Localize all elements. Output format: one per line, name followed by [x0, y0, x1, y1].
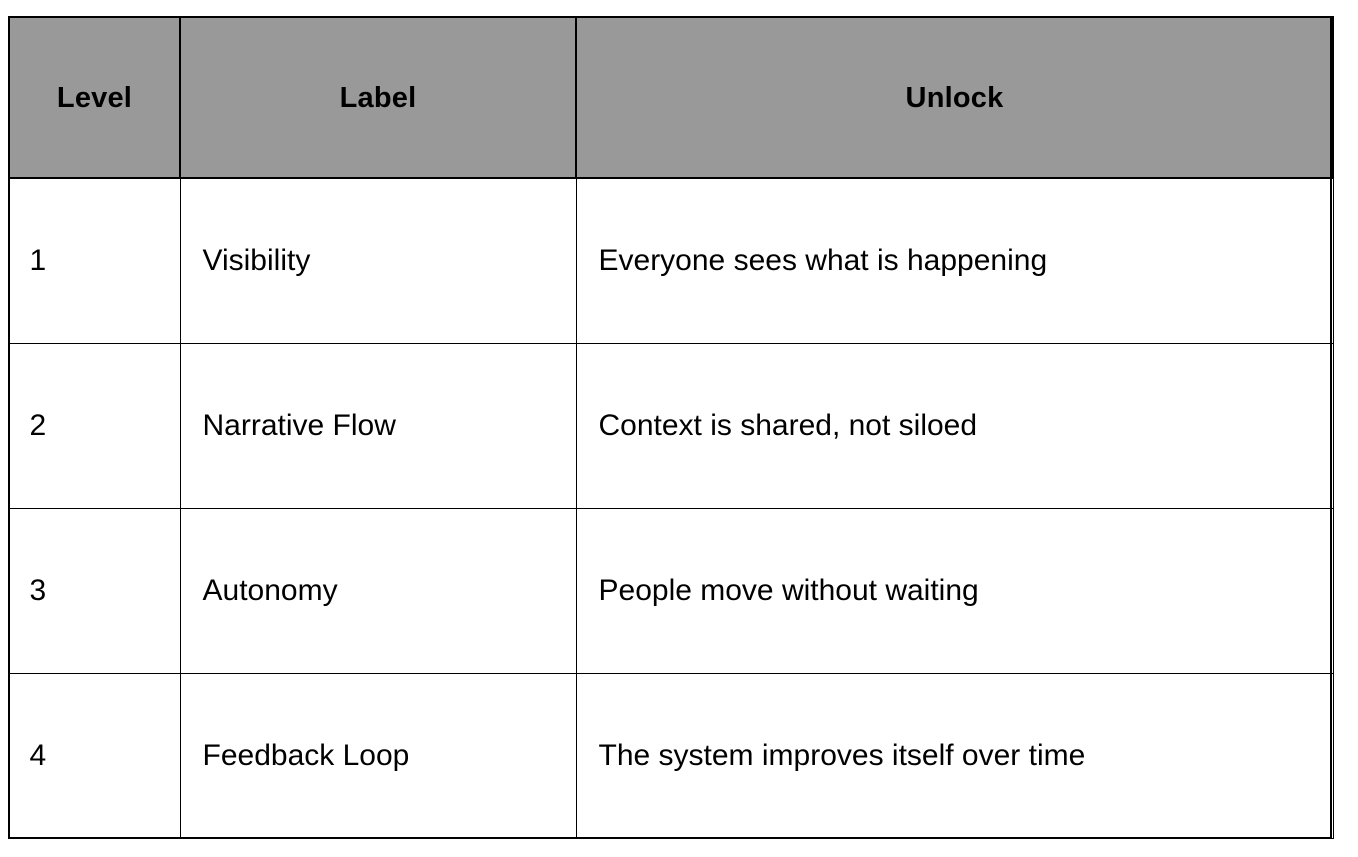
cell-level: 3 — [8, 507, 181, 674]
levels-table: Level Label Unlock 1 Visibility Everyone… — [8, 16, 1334, 839]
column-header-label[interactable]: Label — [179, 16, 577, 179]
table-row: 3 Autonomy People move without waiting — [8, 507, 1334, 674]
cell-unlock: Everyone sees what is happening — [575, 177, 1334, 344]
cell-label: Autonomy — [179, 507, 577, 674]
cell-level: 1 — [8, 177, 181, 344]
cell-unlock: People move without waiting — [575, 507, 1334, 674]
column-header-unlock[interactable]: Unlock — [575, 16, 1334, 179]
table-row: 2 Narrative Flow Context is shared, not … — [8, 342, 1334, 509]
table-header-row: Level Label Unlock — [8, 16, 1334, 179]
cell-unlock: The system improves itself over time — [575, 672, 1334, 839]
table-body: 1 Visibility Everyone sees what is happe… — [8, 177, 1334, 839]
cell-level: 2 — [8, 342, 181, 509]
cell-level: 4 — [8, 672, 181, 839]
table-row: 4 Feedback Loop The system improves itse… — [8, 672, 1334, 839]
levels-table-container: Level Label Unlock 1 Visibility Everyone… — [8, 16, 1334, 839]
table-row: 1 Visibility Everyone sees what is happe… — [8, 177, 1334, 344]
table-header: Level Label Unlock — [8, 16, 1334, 179]
cell-unlock: Context is shared, not siloed — [575, 342, 1334, 509]
cell-label: Visibility — [179, 177, 577, 344]
cell-label: Feedback Loop — [179, 672, 577, 839]
cell-label: Narrative Flow — [179, 342, 577, 509]
column-header-level[interactable]: Level — [8, 16, 181, 179]
